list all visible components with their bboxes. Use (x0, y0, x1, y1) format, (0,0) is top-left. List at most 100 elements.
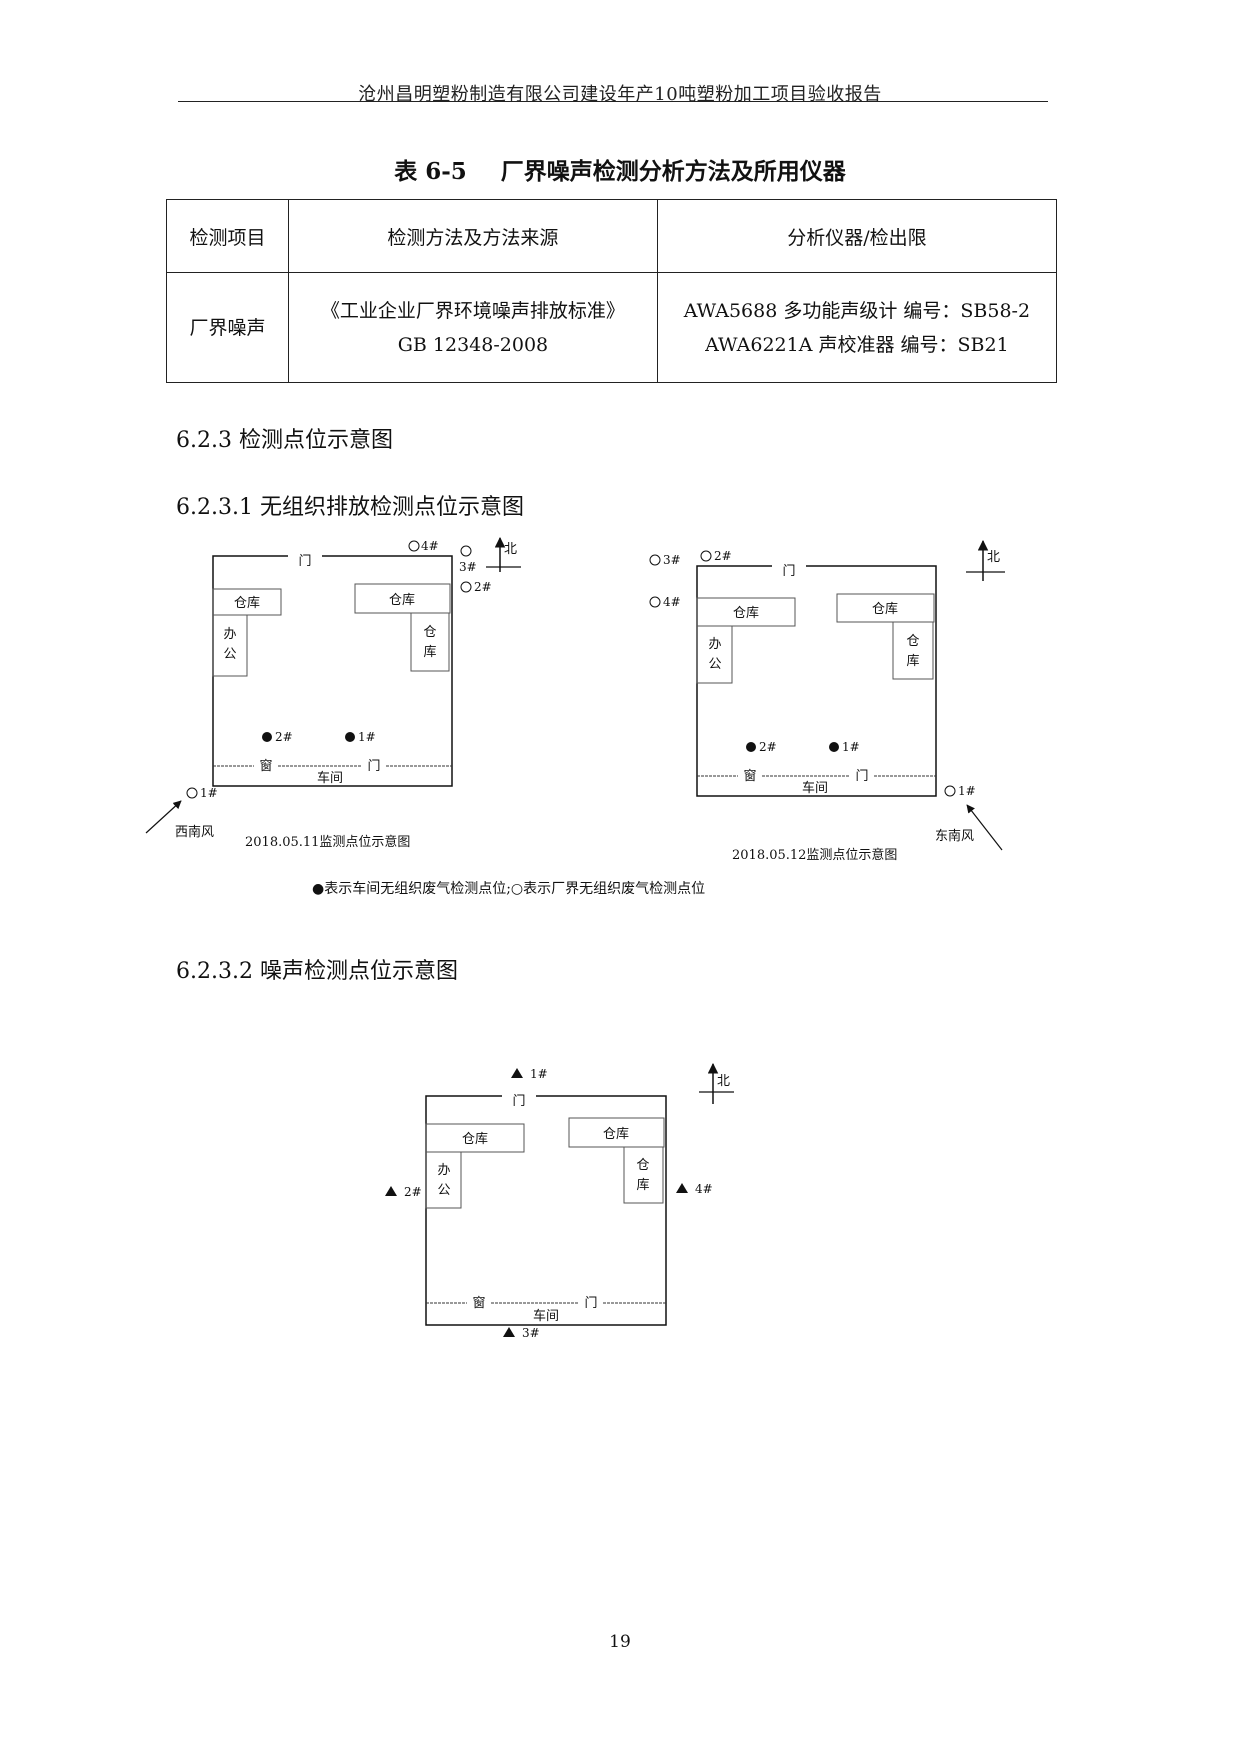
point-label-1: 1# (200, 786, 218, 800)
diagram-caption: 2018.05.11监测点位示意图 (245, 834, 410, 850)
point-label-2: 2# (275, 730, 293, 744)
point-label-2: 2# (474, 580, 492, 594)
warehouse-label: 仓库 (603, 1126, 629, 1142)
factory-outline (425, 1095, 667, 1326)
method-line: 《工业企业厂界环境噪声排放标准》 (320, 299, 625, 322)
gate-label: 门 (512, 1094, 525, 1109)
noise-point-4 (676, 1183, 688, 1193)
office-box (696, 625, 733, 684)
section-heading-6-2-3-2: 6.2.3.2 噪声检测点位示意图 (176, 959, 458, 984)
point-label-4: 4# (421, 539, 439, 553)
warehouse-box (836, 593, 935, 623)
warehouse-label: 仓库 (234, 595, 260, 611)
warehouse-v-label-1: 仓 (423, 625, 436, 640)
north-label: 北 (987, 550, 1000, 565)
point-label-1: 1# (530, 1067, 548, 1081)
wind-label: 东南风 (935, 828, 974, 844)
table-header-cell: 检测项目 (165, 199, 290, 273)
workshop-label: 车间 (317, 770, 343, 786)
north-label: 北 (504, 542, 517, 557)
point-label-2: 2# (759, 740, 777, 754)
warehouse-v-label-2: 库 (636, 1177, 649, 1193)
office-label-1: 办 (223, 627, 236, 642)
office-label-1: 办 (437, 1163, 450, 1178)
office-label-2: 公 (708, 657, 721, 672)
boundary-point-3 (460, 545, 472, 557)
boundary-point-2 (460, 581, 472, 593)
table-caption: 表 6-5 厂界噪声检测分析方法及所用仪器 (0, 152, 1240, 186)
point-label-3: 3# (522, 1326, 540, 1340)
warehouse-box (425, 1123, 525, 1153)
table-cell-instrument: AWA5688 多功能声级计 编号：SB58-2 AWA6221A 声校准器 编… (656, 272, 1058, 383)
table-caption-number: 表 6-5 (394, 158, 467, 185)
gate-label: 门 (298, 554, 311, 569)
point-label-3: 3# (459, 560, 477, 574)
workshop-point-1 (829, 742, 839, 752)
warehouse-v-label-1: 仓 (636, 1158, 649, 1173)
warehouse-v-label-2: 库 (906, 653, 919, 669)
window-label: 窗 (259, 758, 272, 774)
warehouse-label: 仓库 (733, 605, 759, 621)
office-box (425, 1151, 462, 1209)
table-row: 厂界噪声 《工业企业厂界环境噪声排放标准》 GB 12348-2008 AWA5… (165, 272, 1058, 383)
office-label-1: 办 (708, 637, 721, 652)
north-label: 北 (717, 1074, 730, 1089)
point-label-1: 1# (842, 740, 860, 754)
office-box (212, 614, 248, 677)
wind-arrow (145, 800, 182, 834)
point-label-1: 1# (958, 784, 976, 798)
point-label-4: 4# (663, 595, 681, 609)
warehouse-box (354, 583, 451, 614)
warehouse-box (568, 1117, 665, 1148)
table-cell-method: 《工业企业厂界环境噪声排放标准》 GB 12348-2008 (288, 272, 658, 383)
noise-point-3 (503, 1327, 515, 1337)
warehouse-small-box (623, 1146, 664, 1204)
section-heading-6-2-3-1: 6.2.3.1 无组织排放检测点位示意图 (176, 495, 524, 520)
header-title: 沧州昌明塑粉制造有限公司建设年产10吨塑粉加工项目验收报告 (358, 84, 882, 105)
header-rule (178, 101, 1048, 102)
instrument-line: AWA5688 多功能声级计 编号：SB58-2 (683, 299, 1031, 322)
warehouse-small-box (410, 612, 450, 672)
warehouse-v-label-1: 仓 (906, 634, 919, 649)
point-label-3: 3# (663, 553, 681, 567)
point-label-2: 2# (714, 549, 732, 563)
warehouse-small-box (892, 621, 934, 680)
point-label-4: 4# (695, 1182, 713, 1196)
table-caption-title: 厂界噪声检测分析方法及所用仪器 (500, 158, 846, 185)
gate-label: 门 (782, 564, 795, 579)
boundary-point-4 (408, 540, 420, 552)
noise-point-1 (511, 1068, 523, 1078)
diagram-0512: 门 仓库 仓库 办 公 仓 库 2# 1# 窗 门 车间 3# 2# 4# 1#… (649, 539, 1005, 863)
noise-method-table: 检测项目 检测方法及方法来源 分析仪器/检出限 厂界噪声 《工业企业厂界环境噪声… (165, 199, 1058, 383)
point-label-2: 2# (404, 1185, 422, 1199)
boundary-point-2 (700, 550, 712, 562)
table-header-cell: 分析仪器/检出限 (656, 199, 1058, 273)
section-heading-6-2-3: 6.2.3 检测点位示意图 (176, 428, 393, 453)
gate-label: 门 (367, 759, 380, 774)
point-label-1: 1# (358, 730, 376, 744)
boundary-point-1 (944, 785, 956, 797)
method-line: GB 12348-2008 (397, 333, 549, 356)
table-cell-item: 厂界噪声 (165, 272, 290, 383)
window-label: 窗 (743, 768, 756, 784)
gate-label: 门 (584, 1296, 597, 1311)
office-label-2: 公 (223, 647, 236, 662)
page-number: 19 (609, 1632, 631, 1652)
table-header-row: 检测项目 检测方法及方法来源 分析仪器/检出限 (165, 199, 1058, 273)
workshop-label: 车间 (802, 780, 828, 796)
workshop-label: 车间 (533, 1308, 559, 1324)
diagram-0511: 门 仓库 仓库 办 公 仓 库 2# 1# 窗 门 车间 4# 3# 2# 1#… (145, 536, 521, 850)
warehouse-box (696, 597, 796, 627)
warehouse-v-label-2: 库 (423, 644, 436, 660)
workshop-point-1 (345, 732, 355, 742)
workshop-point-2 (262, 732, 272, 742)
wind-label: 西南风 (175, 824, 214, 840)
noise-point-2 (385, 1186, 397, 1196)
office-label-2: 公 (437, 1183, 450, 1198)
diagram-caption: 2018.05.12监测点位示意图 (732, 847, 897, 863)
workshop-point-2 (746, 742, 756, 752)
warehouse-label: 仓库 (872, 601, 898, 617)
warehouse-label: 仓库 (462, 1131, 488, 1147)
instrument-line: AWA6221A 声校准器 编号：SB21 (705, 333, 1009, 356)
